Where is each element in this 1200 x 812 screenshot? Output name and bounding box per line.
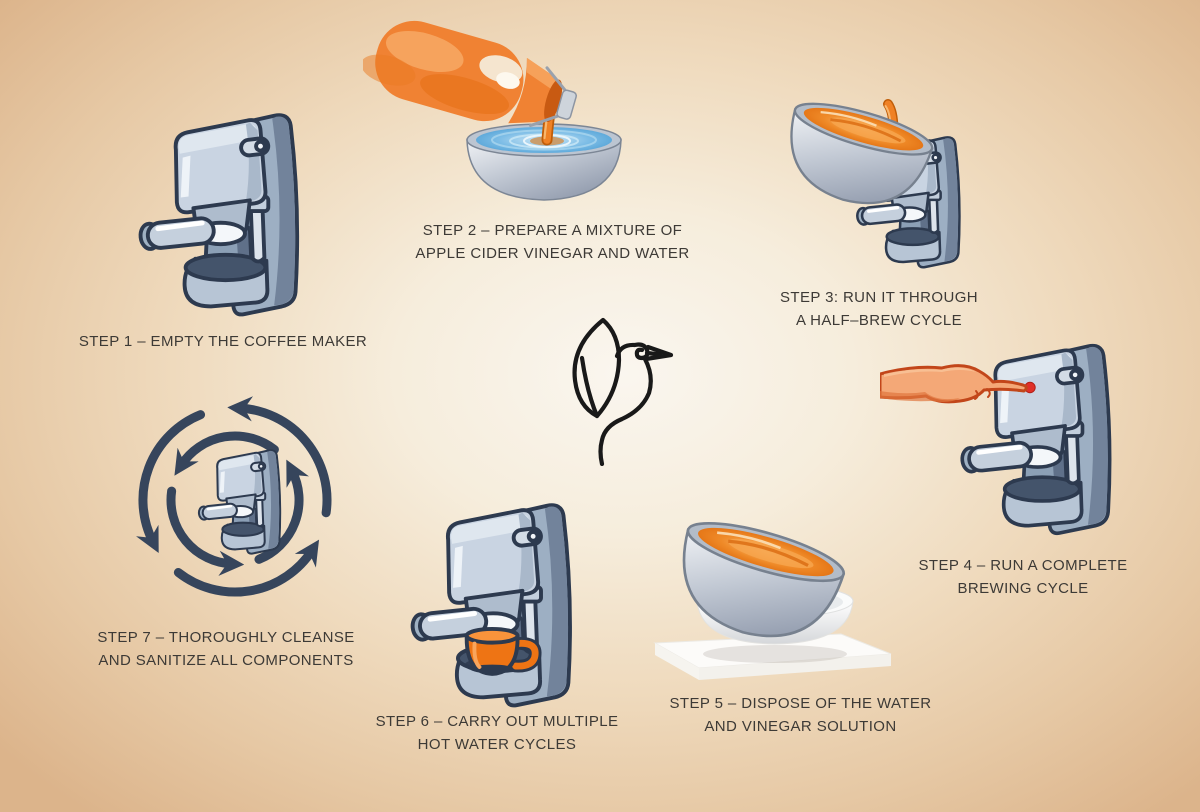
- step-5-caption: STEP 5 – DISPOSE OF THE WATER AND VINEGA…: [669, 695, 932, 735]
- step-2-caption: STEP 2 – PREPARE A MIXTURE OF APPLE CIDE…: [415, 222, 690, 262]
- bowl-emptying-into-sink-icon: [653, 502, 892, 680]
- step-6-caption: STEP 6 – CARRY OUT MULTIPLE HOT WATER CY…: [375, 713, 619, 753]
- cycle-arrows-icon: [136, 396, 332, 597]
- step-1-caption: STEP 1 – EMPTY THE COFFEE MAKER: [78, 333, 368, 350]
- coffee-maker-with-mug-icon: [405, 497, 591, 712]
- step-3-caption: STEP 3: RUN IT THROUGH A HALF–BREW CYCLE: [780, 289, 978, 329]
- step-7-caption: STEP 7 – THOROUGHLY CLEANSE AND SANITIZE…: [97, 629, 355, 669]
- hand-pressing-button-icon: [880, 336, 1112, 548]
- coffee-maker-icon: [133, 107, 318, 321]
- hummingbird-logo-icon: [572, 317, 674, 466]
- step-4-caption: STEP 4 – RUN A COMPLETE BREWING CYCLE: [918, 557, 1128, 597]
- bowl-pouring-into-machine-icon: [786, 64, 982, 282]
- vinegar-bottle-pouring-icon: [363, 20, 622, 201]
- hand: [880, 364, 1028, 404]
